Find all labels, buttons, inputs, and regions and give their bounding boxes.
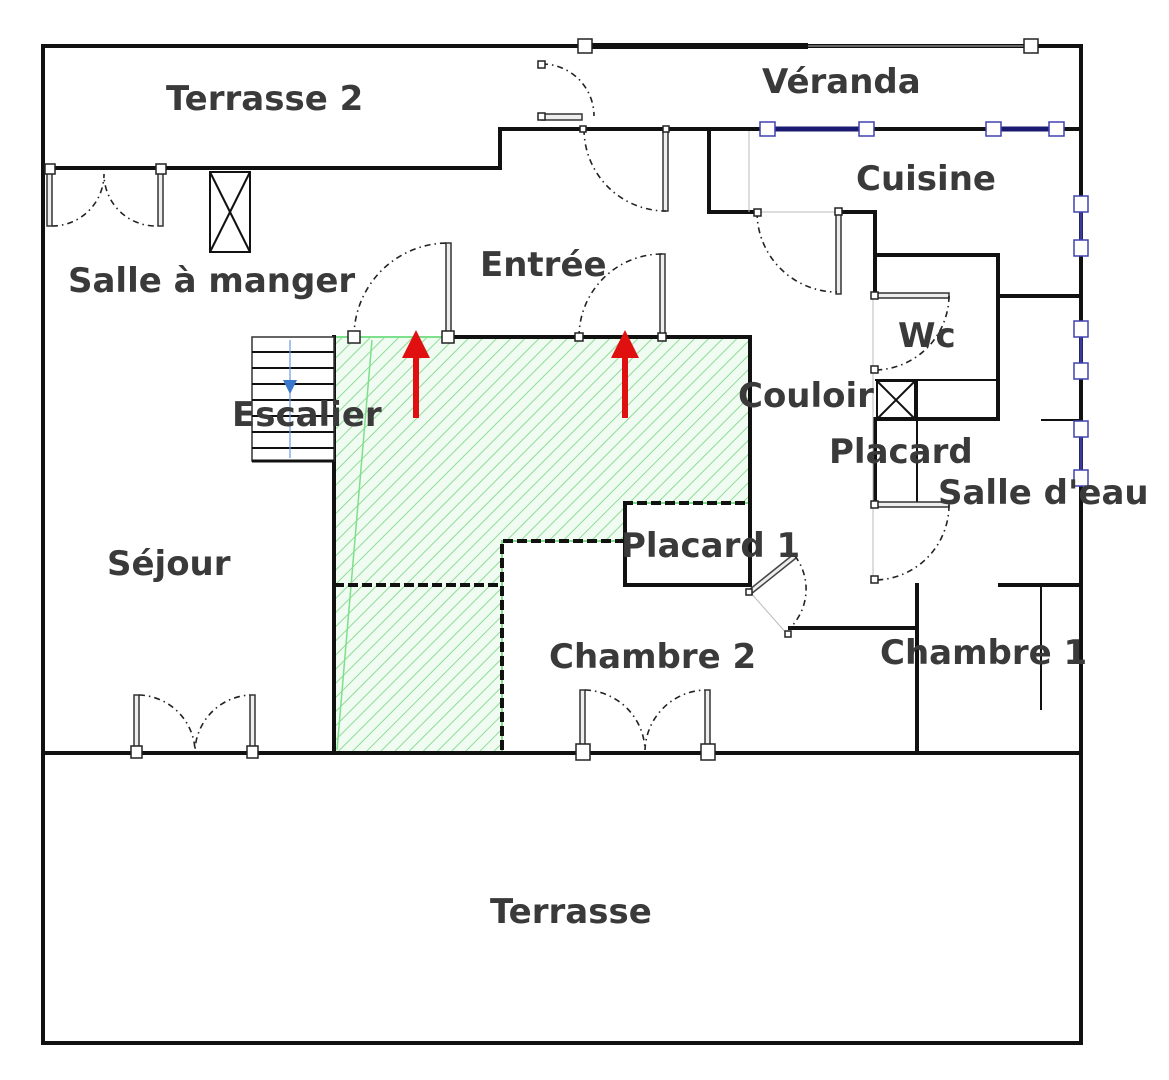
- room-label-veranda[interactable]: Véranda: [762, 62, 921, 102]
- entry-arrows: [402, 330, 639, 418]
- room-labels: Terrasse 2 Véranda Cuisine Entrée Salle …: [68, 62, 1149, 932]
- arrow-up-icon: [402, 330, 430, 418]
- room-label-chambre-2[interactable]: Chambre 2: [549, 637, 756, 677]
- room-label-entree[interactable]: Entrée: [480, 245, 607, 285]
- room-label-salle-a-manger[interactable]: Salle à manger: [68, 261, 355, 301]
- selected-windows[interactable]: [759, 121, 1089, 487]
- room-label-cuisine[interactable]: Cuisine: [856, 159, 996, 199]
- interior-walls: [41, 127, 1083, 755]
- room-label-escalier[interactable]: Escalier: [232, 395, 382, 435]
- stair-direction-icon: [283, 380, 297, 394]
- exterior-walls: [41, 43, 1083, 1045]
- room-label-terrasse[interactable]: Terrasse: [490, 892, 652, 932]
- room-label-wc[interactable]: Wc: [898, 316, 956, 356]
- room-label-couloir[interactable]: Couloir: [738, 376, 874, 416]
- staircase[interactable]: [251, 336, 335, 463]
- room-label-salle-d-eau[interactable]: Salle d'eau: [938, 473, 1149, 513]
- doors: [44, 38, 1039, 761]
- room-label-chambre-1[interactable]: Chambre 1: [880, 633, 1087, 673]
- arrow-up-icon: [611, 330, 639, 418]
- room-label-placard-1[interactable]: Placard 1: [621, 526, 800, 566]
- room-label-placard[interactable]: Placard: [829, 432, 973, 472]
- room-label-terrasse-2[interactable]: Terrasse 2: [166, 79, 363, 119]
- room-label-sejour[interactable]: Séjour: [107, 544, 231, 584]
